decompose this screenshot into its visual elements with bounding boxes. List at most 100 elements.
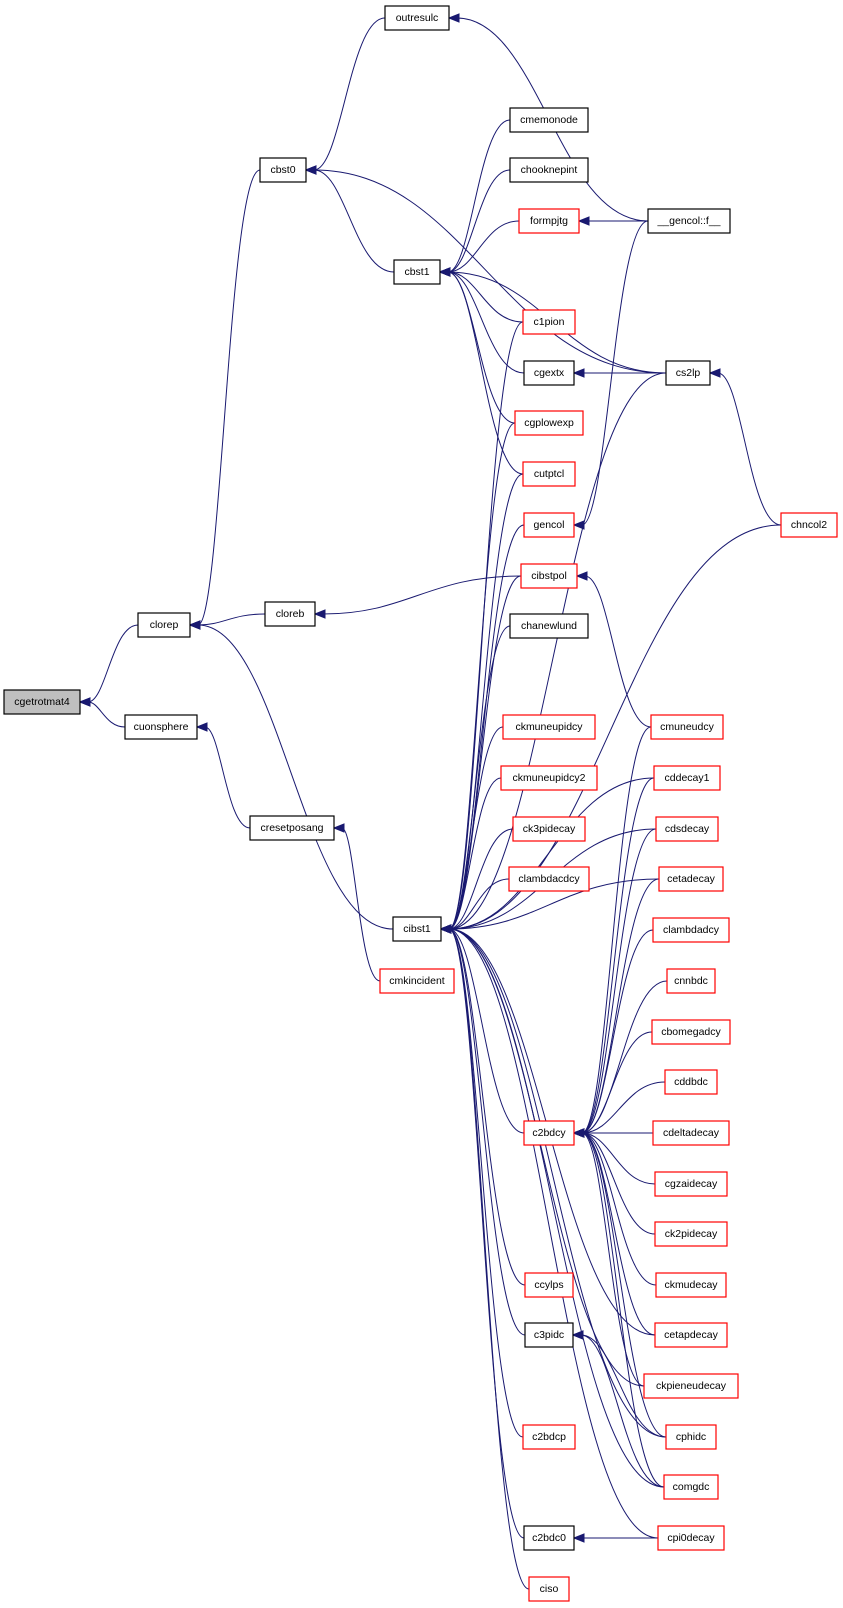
node-box-ckmuneupidcy2 [500, 765, 598, 791]
node-c3pidc[interactable]: c3pidc [524, 1322, 574, 1348]
node-chncol2[interactable]: chncol2 [780, 512, 838, 538]
node-cddecay1[interactable]: cddecay1 [653, 765, 721, 791]
node-cmemonode[interactable]: cmemonode [509, 107, 589, 133]
node-ckpieneudecay[interactable]: ckpieneudecay [643, 1373, 739, 1399]
node-ck3pidecay[interactable]: ck3pidecay [512, 816, 586, 842]
edge-chncol2-to-cibst1 [448, 524, 782, 930]
node-cpi0decay[interactable]: cpi0decay [657, 1525, 725, 1551]
node-label-cgetrotmat4: cgetrotmat4 [14, 696, 70, 708]
edge-cetapdecay-to-c2bdcy [581, 1132, 656, 1336]
node-ckmuneupidcy[interactable]: ckmuneupidcy [502, 714, 596, 740]
node-label-c2bdcp: c2bdcp [532, 1431, 566, 1443]
node-label-cetapdecay: cetapdecay [664, 1329, 718, 1341]
arrowhead-cs2lp-to-cgextx [572, 368, 585, 378]
node-box-cdsdecay [655, 816, 719, 842]
node-cgplowexp[interactable]: cgplowexp [514, 410, 584, 436]
node-box-cgextx [523, 360, 575, 386]
node-box-chanewlund [509, 613, 589, 639]
arrowhead-comgdc-to-c3pidc [571, 1330, 584, 1340]
node-ccylps[interactable]: ccylps [524, 1272, 574, 1298]
node-ciso[interactable]: ciso [528, 1576, 570, 1602]
node-comgdc[interactable]: comgdc [663, 1474, 719, 1500]
edge-cdsdecay-to-c2bdcy [581, 828, 657, 1134]
node-box-cresetposang [249, 815, 335, 841]
node-cddbdc[interactable]: cddbdc [664, 1069, 718, 1095]
edge-chanewlund-to-cibst1 [448, 625, 511, 930]
arrowhead-cmkincident-to-cresetposang [332, 823, 345, 833]
node-cnnbdc[interactable]: cnnbdc [666, 968, 716, 994]
node-ckmuneupidcy2[interactable]: ckmuneupidcy2 [500, 765, 598, 791]
node-cdsdecay[interactable]: cdsdecay [655, 816, 719, 842]
node-c2bdc0[interactable]: c2bdc0 [523, 1525, 575, 1551]
edges-layer [78, 13, 782, 1590]
node-c2bdcp[interactable]: c2bdcp [522, 1424, 576, 1450]
node-cibstpol[interactable]: cibstpol [520, 563, 578, 589]
arrowhead-cmuneudcy-to-cibstpol [575, 571, 588, 581]
node-chooknepint[interactable]: chooknepint [509, 157, 589, 183]
edge-chooknepint-to-cbst1 [447, 169, 511, 273]
node-label-chncol2: chncol2 [791, 519, 827, 531]
node-c1pion[interactable]: c1pion [522, 309, 576, 335]
arrowhead-cuonsphere-to-cgetrotmat4 [78, 697, 91, 707]
node-cbst0[interactable]: cbst0 [259, 157, 307, 183]
node-cetadecay[interactable]: cetadecay [658, 866, 724, 892]
node-label-cmkincident: cmkincident [389, 975, 445, 987]
edge-cddecay1-to-c2bdcy [581, 777, 655, 1134]
node-box-cdeltadecay [652, 1120, 730, 1146]
node-chanewlund[interactable]: chanewlund [509, 613, 589, 639]
node-cgzaidecay[interactable]: cgzaidecay [654, 1171, 728, 1197]
node-label-cddecay1: cddecay1 [665, 772, 710, 784]
node-box-c2bdc0 [523, 1525, 575, 1551]
node-cbomegadcy[interactable]: cbomegadcy [651, 1019, 731, 1045]
node-label-cdeltadecay: cdeltadecay [663, 1127, 720, 1139]
node-box-ccylps [524, 1272, 574, 1298]
node-cphidc[interactable]: cphidc [665, 1424, 717, 1450]
node-gencolf[interactable]: __gencol::f__ [647, 208, 731, 234]
node-box-ck3pidecay [512, 816, 586, 842]
arrowhead-comgdc-to-c2bdcy [572, 1128, 585, 1138]
node-box-ckmuneupidcy [502, 714, 596, 740]
edge-cpi0decay-to-cibst1 [448, 928, 659, 1539]
node-box-clambdacdcy [508, 866, 590, 892]
node-cresetposang[interactable]: cresetposang [249, 815, 335, 841]
node-clambdadcy[interactable]: clambdadcy [652, 917, 730, 943]
edge-cddbdc-to-c2bdcy [581, 1081, 666, 1134]
edge-cmkincident-to-cresetposang [341, 827, 381, 982]
node-cuonsphere[interactable]: cuonsphere [124, 714, 198, 740]
node-ckmudecay[interactable]: ckmudecay [655, 1272, 727, 1298]
node-box-cloreb [264, 601, 316, 627]
node-cmuneudcy[interactable]: cmuneudcy [650, 714, 724, 740]
node-clorep[interactable]: clorep [137, 612, 191, 638]
node-cgextx[interactable]: cgextx [523, 360, 575, 386]
node-cibst1[interactable]: cibst1 [392, 916, 442, 942]
node-cbst1[interactable]: cbst1 [393, 259, 441, 285]
node-cloreb[interactable]: cloreb [264, 601, 316, 627]
node-gencol[interactable]: gencol [523, 512, 575, 538]
node-clambdacdcy[interactable]: clambdacdcy [508, 866, 590, 892]
node-c2bdcy[interactable]: c2bdcy [523, 1120, 575, 1146]
edge-c2bdcp-to-cibst1 [448, 928, 524, 1438]
node-label-cloreb: cloreb [276, 608, 305, 620]
node-label-ck3pidecay: ck3pidecay [523, 823, 576, 835]
node-formpjtg[interactable]: formpjtg [518, 208, 580, 234]
node-cetapdecay[interactable]: cetapdecay [654, 1322, 728, 1348]
node-outresulc[interactable]: outresulc [384, 5, 450, 31]
node-label-cibst1: cibst1 [403, 923, 431, 935]
edge-outresulc-to-cbst0 [313, 17, 386, 171]
node-cs2lp[interactable]: cs2lp [665, 360, 711, 386]
edge-cgplowexp-to-cibst1 [448, 422, 516, 930]
node-label-c2bdc0: c2bdc0 [532, 1532, 566, 1544]
edge-cmuneudcy-to-c2bdcy [581, 726, 652, 1134]
node-label-cs2lp: cs2lp [676, 367, 701, 379]
node-label-clambdacdcy: clambdacdcy [518, 873, 580, 885]
node-cutptcl[interactable]: cutptcl [522, 461, 576, 487]
node-box-cddecay1 [653, 765, 721, 791]
node-ck2pidecay[interactable]: ck2pidecay [654, 1221, 728, 1247]
arrowhead-cpi0decay-to-cibst1 [439, 924, 452, 934]
node-cmkincident[interactable]: cmkincident [379, 968, 455, 994]
edge-cgzaidecay-to-c2bdcy [581, 1132, 656, 1185]
edge-cmemonode-to-cbst1 [447, 119, 511, 273]
node-cdeltadecay[interactable]: cdeltadecay [652, 1120, 730, 1146]
edge-comgdc-to-cibst1 [448, 928, 665, 1488]
edge-clorep-to-cgetrotmat4 [87, 624, 139, 703]
